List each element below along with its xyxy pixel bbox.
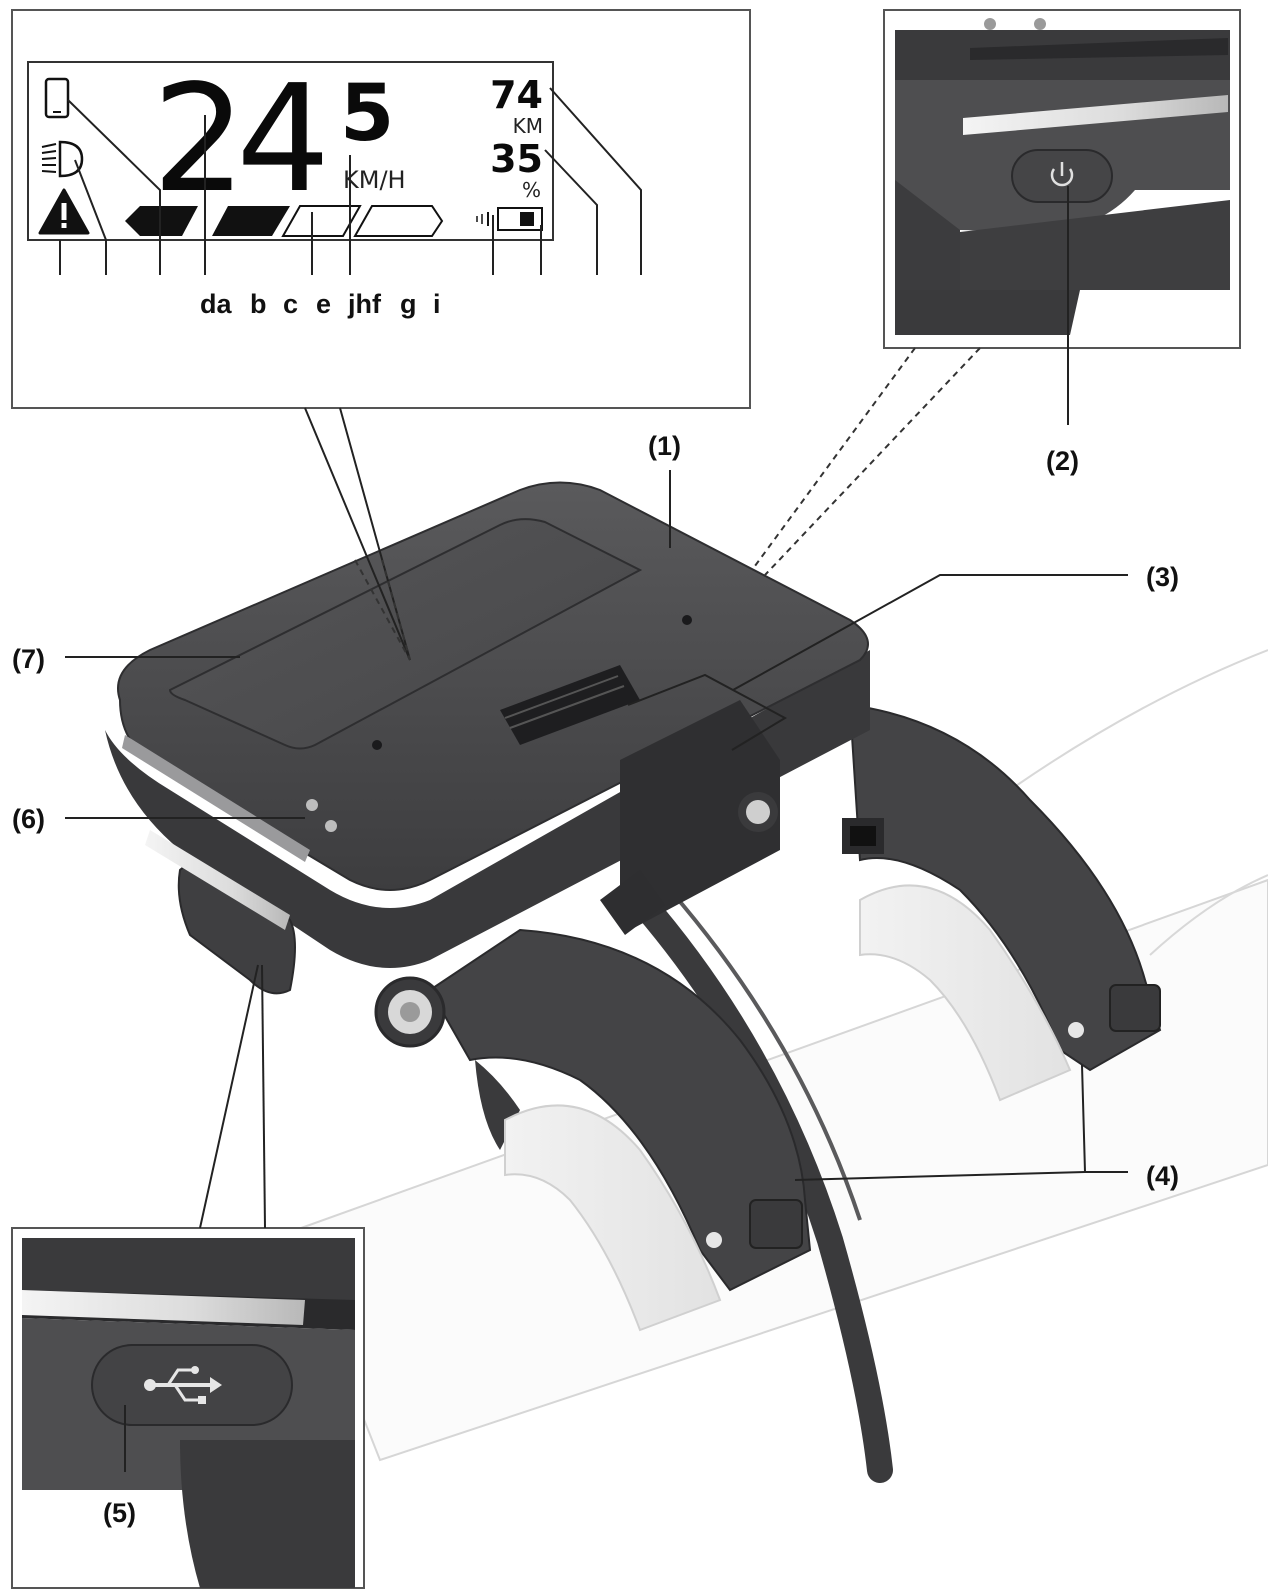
lcd-leader-lines <box>59 87 642 275</box>
letter-label: jhf <box>347 289 382 319</box>
callout-leaders <box>65 470 1128 1181</box>
phone-icon <box>44 77 70 119</box>
callout-7: (7) <box>12 644 45 674</box>
battery-value: 35 <box>490 137 543 181</box>
lcd-detail-inset: 24 5 KM/H 74 KM 35 % <box>11 9 751 409</box>
range-unit: KM <box>513 114 543 138</box>
power-inset-pointer <box>751 347 981 576</box>
lcd-frame <box>27 61 554 241</box>
speed-main: 24 <box>152 53 322 225</box>
mount-clamp-front <box>428 928 812 1292</box>
usb-inset-pointer <box>199 964 266 1229</box>
letter-row: da b c e jhf g i <box>200 289 441 319</box>
speed-unit: KM/H <box>343 166 406 194</box>
letter-label: i <box>433 289 441 319</box>
letter-label: da <box>200 289 232 319</box>
battery-unit: % <box>522 178 541 202</box>
power-icon <box>1050 162 1074 187</box>
letter-label: g <box>400 289 417 319</box>
letter-label: e <box>316 289 331 319</box>
callout-6: (6) <box>12 804 45 834</box>
cable <box>627 887 893 1483</box>
range-value: 74 <box>490 73 543 117</box>
battery-icon <box>476 207 543 231</box>
rubber-strap-front <box>504 1104 722 1332</box>
usb-port-inset <box>11 1227 365 1589</box>
light-icon <box>41 140 84 178</box>
callout-5: (5) <box>103 1498 136 1528</box>
letter-label: c <box>283 289 298 319</box>
rubber-strap-rear <box>859 884 1072 1102</box>
display-unit <box>105 481 884 1048</box>
callout-4: (4) <box>1146 1161 1179 1191</box>
callout-1: (1) <box>648 431 681 461</box>
assist-level-bar <box>125 205 444 237</box>
usb-icon <box>144 1366 222 1404</box>
callout-3: (3) <box>1146 562 1179 592</box>
letter-label: b <box>250 289 267 319</box>
callout-2: (2) <box>1046 446 1079 476</box>
speed-decimal: 5 <box>340 69 394 159</box>
warning-icon <box>38 188 90 235</box>
mount-clamp-rear <box>848 703 1162 1072</box>
inset-pointer-lines <box>304 407 411 661</box>
power-button-inset <box>883 9 1241 425</box>
